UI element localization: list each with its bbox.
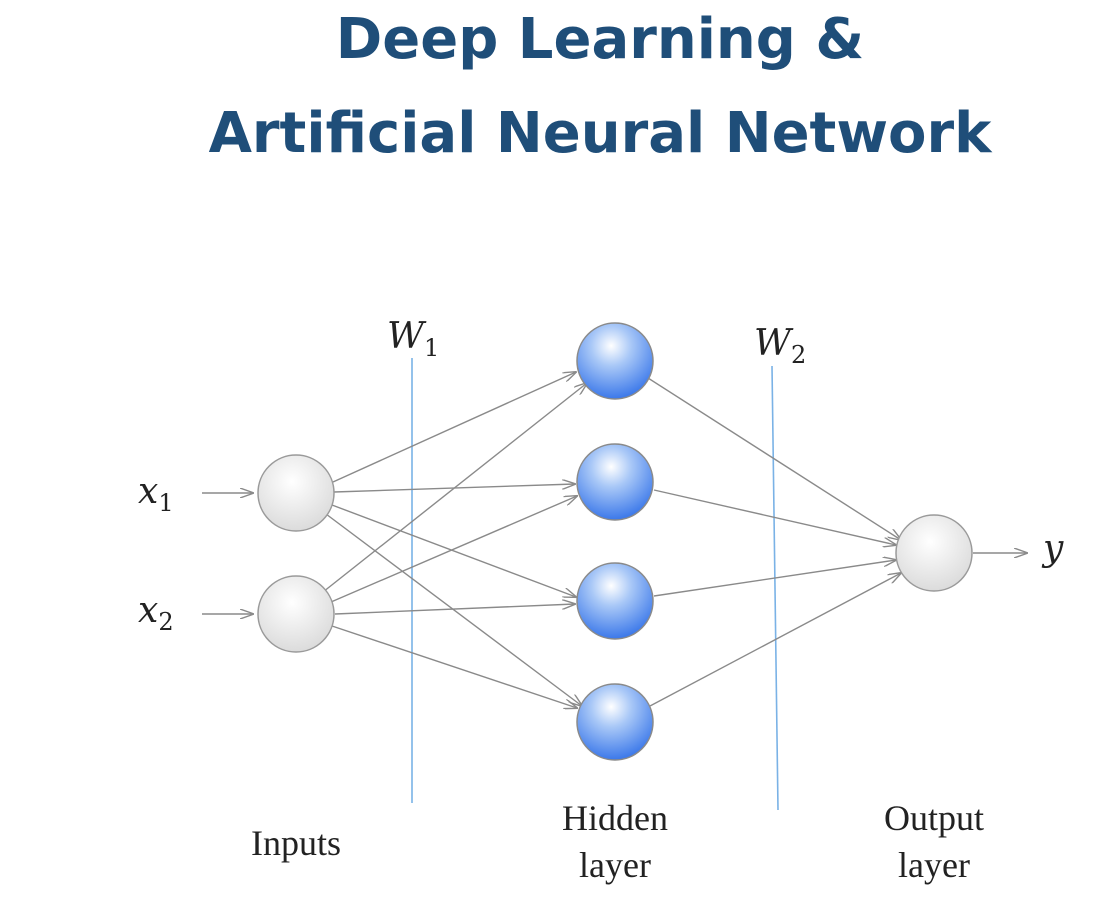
edge-h3-y [653,560,896,597]
edges-input-hidden [322,372,587,708]
edge-x2-h3 [334,604,575,615]
label-x2: x2 [138,590,174,636]
output-node [895,514,973,592]
title-line-1: Deep Learning & [335,7,865,72]
edge-x2-h4 [331,625,577,708]
edge-h4-y [649,573,901,707]
label-y: y [1041,528,1064,569]
caption-output-line1: Output [884,798,984,838]
weight-line-w2 [771,365,779,811]
label-w1: W1 [387,316,439,362]
caption-hidden-line2: layer [579,845,651,885]
label-x1: x1 [138,471,174,517]
label-w2: W2 [754,323,806,369]
edge-x2-h2 [330,496,577,603]
edge-h2-y [653,489,896,545]
caption-output-line2: layer [898,845,970,885]
hidden-node-2 [576,443,654,521]
edges-hidden-output [647,377,901,707]
title-line-2: Artificial Neural Network [208,101,992,166]
input-node-x2 [257,575,335,653]
caption-inputs: Inputs [251,823,341,863]
edge-x1-h4 [325,513,582,706]
edge-x2-h1 [322,383,587,593]
slide-title: Deep Learning & Artificial Neural Networ… [0,0,1120,190]
edge-x1-h1 [332,372,576,483]
input-node-x1 [257,454,335,532]
edge-x1-h3 [331,504,576,597]
hidden-node-4 [576,683,654,761]
edge-h1-y [647,377,901,540]
caption-hidden-line1: Hidden [562,798,668,838]
hidden-node-1 [576,322,654,400]
hidden-node-3 [576,562,654,640]
